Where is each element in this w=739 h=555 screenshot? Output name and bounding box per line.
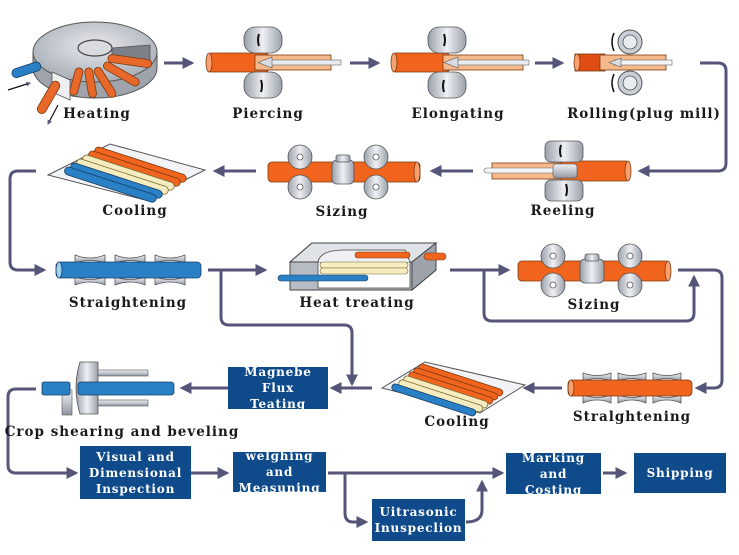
box-shipping: Shipping bbox=[634, 453, 726, 493]
box-text-line: Shipping bbox=[646, 466, 714, 480]
box-text-line: Visual and bbox=[96, 449, 175, 464]
box-text-line: Uitrasonic bbox=[379, 505, 458, 519]
step-label-heat-treating: Heat treating bbox=[299, 295, 415, 311]
sizing-illustration-1 bbox=[267, 144, 421, 200]
step-label-cooling-2: Cooling bbox=[424, 414, 490, 430]
arrow-weighing-ultrasonic bbox=[343, 473, 369, 528]
box-text-line: Dimensional bbox=[88, 465, 183, 480]
box-magnetic-flux-testing: Magnebe Flux Teating bbox=[228, 365, 328, 411]
box-text-line: Costing bbox=[524, 482, 583, 497]
straightening-illustration-2 bbox=[567, 372, 693, 404]
reeling-illustration bbox=[483, 140, 632, 202]
connectors bbox=[6, 57, 728, 528]
step-label-cooling-1: Cooling bbox=[102, 203, 168, 219]
step-label-elongating: Elongating bbox=[411, 106, 505, 122]
step-label-sizing-1: Sizing bbox=[315, 204, 369, 220]
step-label-reeling: Reeling bbox=[530, 203, 596, 219]
sizing-illustration-2 bbox=[517, 243, 672, 298]
box-text-line: Inuspeclion bbox=[374, 521, 463, 535]
step-label-crop-shearing: Crop shearing and beveling bbox=[4, 424, 240, 440]
box-marking-coating: Marking and Costing bbox=[506, 450, 601, 497]
box-text-line: Marking and bbox=[522, 450, 585, 481]
arrow-ultrasonic-marking bbox=[465, 479, 488, 524]
elongating-illustration bbox=[390, 26, 530, 99]
step-label-heating: Heating bbox=[63, 106, 131, 122]
step-label-straightening-1: Straightening bbox=[68, 295, 188, 311]
cooling-bed-illustration-1 bbox=[46, 143, 207, 203]
crop-shearing-illustration bbox=[41, 361, 175, 416]
box-ultrasonic-inspection: Uitrasonic Inuspeclion bbox=[372, 499, 465, 541]
heat-treatment-furnace-illustration bbox=[277, 241, 447, 292]
arrow-cooling-straightening bbox=[8, 169, 47, 276]
piercing-illustration bbox=[205, 26, 342, 99]
box-visual-dimensional-inspection: Visual and Dimensional Inspection bbox=[80, 446, 191, 499]
box-text-line: Inspection bbox=[95, 481, 176, 496]
box-text-line: welghing and bbox=[245, 449, 314, 479]
box-weighing-measuring: welghing and Measuning bbox=[233, 449, 326, 495]
arrow-straightening-magnetic bbox=[219, 270, 358, 387]
box-text-line: Teating bbox=[250, 397, 306, 411]
step-label-sizing-2: Sizing bbox=[567, 297, 621, 313]
straightening-illustration-1 bbox=[55, 254, 202, 286]
box-text-line: Magnebe Flux bbox=[244, 365, 312, 395]
arrow-rolling-reeling bbox=[637, 61, 728, 177]
step-label-straightening-2: Stralghtening bbox=[572, 409, 692, 425]
rolling-illustration bbox=[573, 29, 673, 96]
arrow-sizing-straightening bbox=[678, 268, 724, 394]
arrow-sizing-bypass bbox=[482, 270, 700, 323]
box-text-line: Measuning bbox=[238, 481, 321, 495]
step-label-rolling: Rolling(plug mill) bbox=[567, 106, 721, 122]
arrow-crop-visual bbox=[6, 387, 79, 479]
step-label-piercing: Piercing bbox=[232, 106, 304, 122]
heating-furnace-illustration bbox=[7, 21, 158, 125]
cooling-bed-illustration-2 bbox=[380, 361, 527, 417]
